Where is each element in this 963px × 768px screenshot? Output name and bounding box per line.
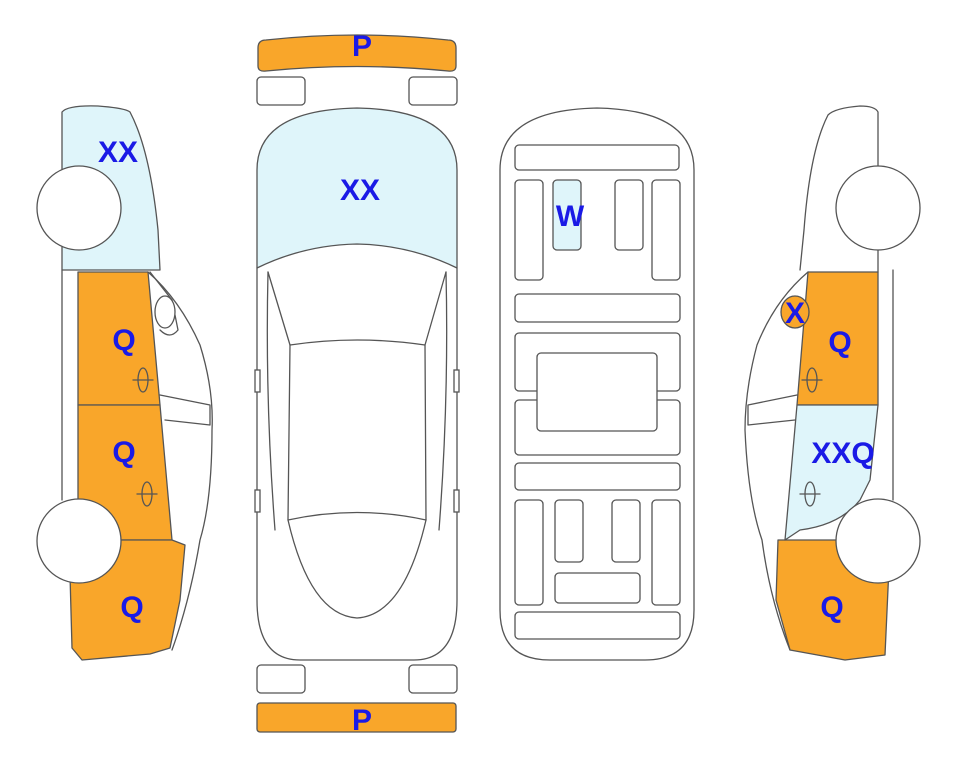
left-window-line-2 (149, 271, 179, 336)
top-front-bumper[interactable] (256, 702, 457, 733)
left-window-line (159, 394, 211, 426)
right-body-outline (744, 105, 894, 651)
top-rear-bumper-label: P (352, 30, 372, 63)
left-body-outline (61, 269, 213, 651)
right-front-door-label: Q (828, 326, 851, 359)
right-rear-door[interactable] (784, 404, 879, 541)
right-rear-door-label: XXQ (811, 437, 874, 470)
left-front-wheel (36, 498, 122, 584)
left-rear-panel-label: XX (98, 136, 138, 169)
top-body-outline (256, 267, 458, 661)
underbody-panel-w[interactable] (552, 179, 582, 251)
right-side-view: X Q XXQ Q (744, 105, 921, 661)
top-roof-area[interactable] (256, 107, 458, 269)
left-mirror (154, 295, 176, 329)
top-front-bumper-label: P (352, 704, 372, 737)
left-front-fender-label: Q (120, 591, 143, 624)
right-rear-fender-label: Q (820, 591, 843, 624)
right-front-wheel (835, 498, 921, 584)
left-rear-door-label: Q (112, 324, 135, 357)
top-rear-right-light (408, 76, 458, 106)
left-front-door-label: Q (112, 436, 135, 469)
top-front-right-light (408, 664, 458, 694)
top-front-left-light (256, 664, 306, 694)
top-rear-left-light (256, 76, 306, 106)
right-rear-wheel (835, 165, 921, 251)
top-roof-label: XX (340, 174, 380, 207)
top-view: P XX P (254, 30, 460, 737)
underbody-view: W (499, 107, 695, 661)
underbody-panel-label: W (556, 200, 585, 233)
left-rear-wheel (36, 165, 122, 251)
right-mirror-label: X (785, 297, 805, 330)
top-rear-bumper[interactable] (257, 34, 457, 72)
left-side-view: XX Q Q Q (36, 105, 213, 661)
right-mirror[interactable] (780, 295, 810, 329)
